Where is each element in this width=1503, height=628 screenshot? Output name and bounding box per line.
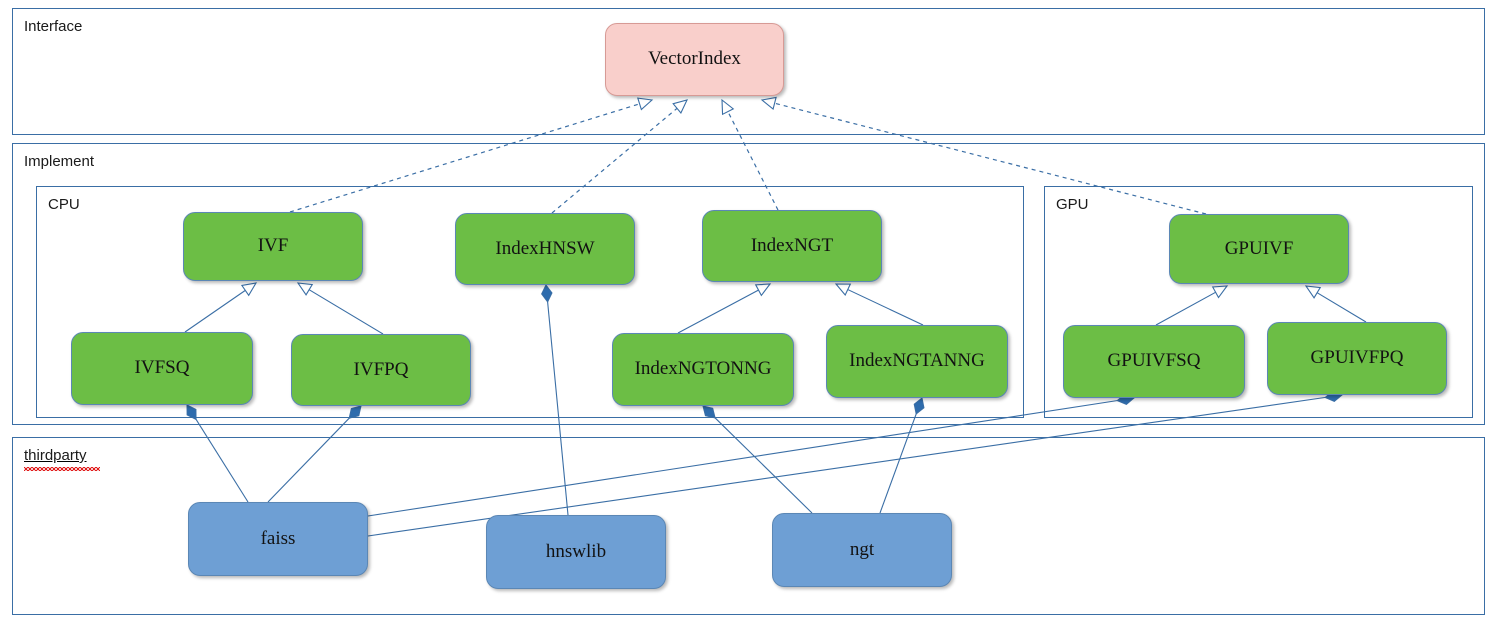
class-node-label: IndexHNSW xyxy=(495,237,595,259)
realization-arrowhead xyxy=(721,98,735,116)
package-label-gpu: GPU xyxy=(1056,196,1089,213)
edge-generalization-IndexNGTONNG-to-IndexNGT xyxy=(677,283,772,334)
generalization-arrowhead xyxy=(1211,285,1229,299)
package-label-thirdparty: thirdparty xyxy=(24,447,87,464)
edge-generalization-IVFSQ-to-IVF xyxy=(184,282,258,333)
package-label-implement: Implement xyxy=(24,153,95,170)
edge-composition-hnswlib-to-IndexHNSW xyxy=(541,284,569,516)
class-node-label: IVFSQ xyxy=(134,357,190,379)
package-cpu xyxy=(36,186,1024,418)
package-implement xyxy=(12,143,1485,425)
class-node-label: IndexNGT xyxy=(750,234,834,256)
class-node-label: ngt xyxy=(849,538,875,560)
edge-realization-IndexNGT-to-VectorIndex xyxy=(721,98,779,211)
edge-generalization-GPUIVFPQ-to-GPUIVF xyxy=(1304,285,1367,323)
class-node-label: faiss xyxy=(260,527,296,549)
class-node-label: IndexNGTANNG xyxy=(849,350,985,372)
composition-diamond xyxy=(348,405,362,419)
realization-arrowhead xyxy=(760,96,777,111)
package-gpu xyxy=(1044,186,1473,418)
class-node-ngt[interactable]: ngt xyxy=(772,513,952,587)
edge-composition-faiss-to-GPUIVFSQ xyxy=(367,393,1135,517)
edge-realization-IndexHNSW-to-VectorIndex xyxy=(551,99,689,214)
package-label-interface: Interface xyxy=(24,18,83,35)
class-node-label: IVF xyxy=(257,235,289,257)
class-node-IndexNGTONNG[interactable]: IndexNGTONNG xyxy=(612,333,794,406)
class-node-label: IVFPQ xyxy=(353,358,409,380)
edge-composition-faiss-to-IVFPQ xyxy=(267,405,362,503)
composition-diamond xyxy=(541,284,553,303)
edge-composition-ngt-to-IndexNGTANNG xyxy=(879,397,925,514)
composition-diamond xyxy=(702,405,716,419)
realization-arrowhead xyxy=(672,99,689,114)
package-interface xyxy=(12,8,1485,135)
class-node-label: GPUIVF xyxy=(1224,237,1294,259)
class-node-IVF[interactable]: IVF xyxy=(183,212,363,281)
class-node-label: IndexNGTONNG xyxy=(634,358,772,380)
class-node-GPUIVF[interactable]: GPUIVF xyxy=(1169,214,1349,284)
edge-generalization-GPUIVFSQ-to-GPUIVF xyxy=(1155,285,1229,326)
generalization-arrowhead xyxy=(1304,285,1322,299)
generalization-arrowhead xyxy=(296,282,314,296)
class-node-GPUIVFSQ[interactable]: GPUIVFSQ xyxy=(1063,325,1245,398)
spellcheck-squiggle-thirdparty xyxy=(24,467,100,471)
edge-realization-IVF-to-VectorIndex xyxy=(289,97,654,213)
class-node-hnswlib[interactable]: hnswlib xyxy=(486,515,666,589)
generalization-arrowhead xyxy=(754,283,772,297)
class-node-IndexNGT[interactable]: IndexNGT xyxy=(702,210,882,282)
class-node-IVFPQ[interactable]: IVFPQ xyxy=(291,334,471,406)
composition-diamond xyxy=(186,404,197,421)
class-node-GPUIVFPQ[interactable]: GPUIVFPQ xyxy=(1267,322,1447,395)
class-node-IVFSQ[interactable]: IVFSQ xyxy=(71,332,253,405)
package-thirdparty xyxy=(12,437,1485,615)
class-node-label: GPUIVFSQ xyxy=(1107,350,1201,372)
edge-generalization-IndexNGTANNG-to-IndexNGT xyxy=(834,283,924,326)
class-node-VectorIndex[interactable]: VectorIndex xyxy=(605,23,784,96)
edge-composition-ngt-to-IndexNGTONNG xyxy=(702,405,813,514)
edge-generalization-IVFPQ-to-IVF xyxy=(296,282,384,335)
generalization-arrowhead xyxy=(834,283,852,296)
package-label-cpu: CPU xyxy=(48,196,80,213)
edge-realization-GPUIVF-to-VectorIndex xyxy=(760,96,1207,215)
edge-composition-faiss-to-IVFSQ xyxy=(186,404,249,503)
realization-arrowhead xyxy=(637,97,654,111)
class-node-IndexNGTANNG[interactable]: IndexNGTANNG xyxy=(826,325,1008,398)
class-node-label: hnswlib xyxy=(545,540,607,562)
class-node-label: VectorIndex xyxy=(648,48,741,70)
composition-diamond xyxy=(913,397,925,415)
generalization-arrowhead xyxy=(240,282,258,297)
class-node-faiss[interactable]: faiss xyxy=(188,502,368,576)
class-node-IndexHNSW[interactable]: IndexHNSW xyxy=(455,213,635,285)
class-node-label: GPUIVFPQ xyxy=(1310,347,1404,369)
